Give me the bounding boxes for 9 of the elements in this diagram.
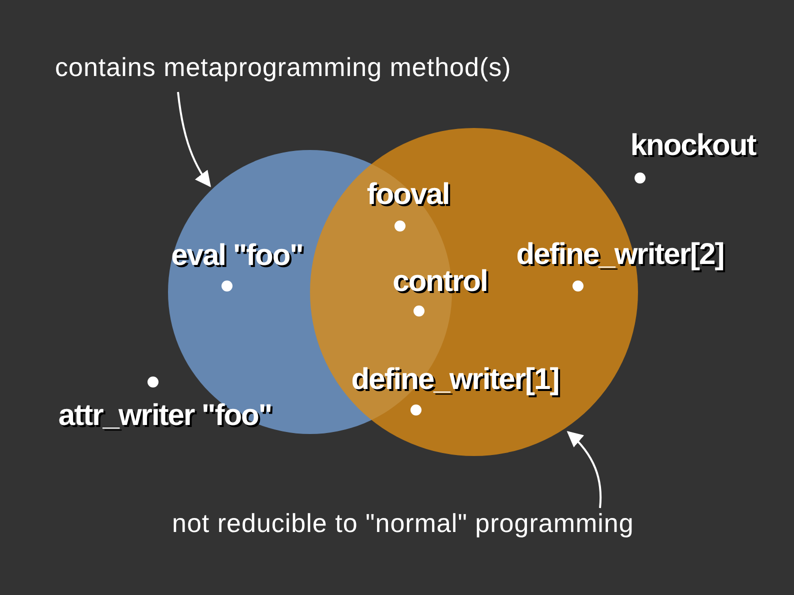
point-label: define_writer[1]	[351, 363, 559, 397]
annotation-text: contains metaprogramming method(s)	[55, 52, 512, 83]
point-label: eval "foo"	[171, 239, 303, 273]
point-label: knockout	[630, 129, 756, 163]
point-label: fooval	[366, 178, 450, 212]
arrow	[566, 430, 602, 508]
annotation-text: not reducible to "normal" programming	[172, 508, 634, 539]
point-label: control	[392, 265, 488, 299]
arrow	[177, 92, 211, 188]
